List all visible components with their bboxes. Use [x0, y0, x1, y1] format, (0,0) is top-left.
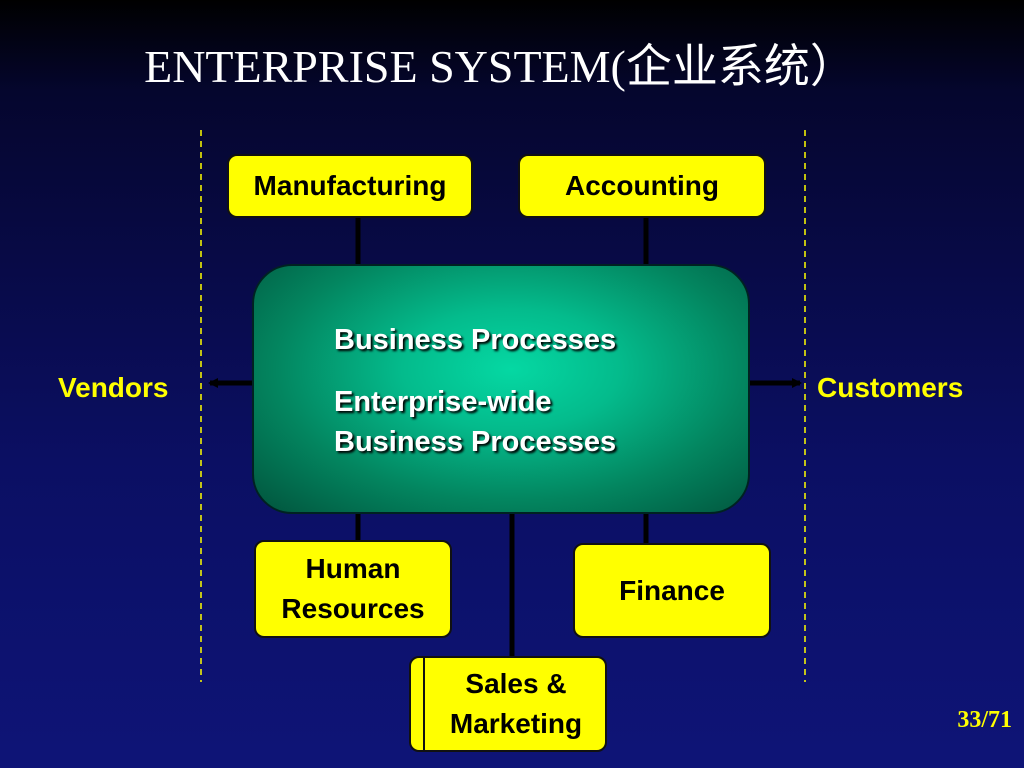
core-label-line-2: Business Processes	[334, 426, 617, 458]
business-processes-core: Business Processes Enterprise-wide Busin…	[252, 264, 750, 514]
external-vendors-label: Vendors	[58, 372, 169, 403]
module-sales-marketing: Sales & Marketing	[409, 656, 607, 752]
module-manufacturing-label: Manufacturing	[253, 170, 447, 201]
core-label-enterprise-wide: Enterprise-wide Business Processes	[334, 382, 616, 462]
external-customers-label: Customers	[817, 372, 964, 403]
module-human-resources: Human Resources	[254, 540, 452, 638]
slide-title: ENTERPRISE SYSTEM(企业系统）	[144, 41, 856, 92]
module-sales-marketing-line-1: Sales &	[465, 668, 567, 699]
module-human-resources-line-1: Human	[305, 553, 401, 584]
module-human-resources-line-2: Resources	[281, 593, 425, 624]
module-finance: Finance	[573, 543, 771, 638]
module-finance-label: Finance	[619, 574, 725, 606]
module-sales-marketing-line-2: Marketing	[449, 708, 583, 739]
module-accounting: Accounting	[518, 154, 766, 218]
page-number: 33/71	[957, 707, 1012, 733]
module-accounting-label: Accounting	[565, 170, 719, 201]
core-label-line-1: Enterprise-wide	[334, 386, 552, 418]
core-label-business-processes: Business Processes	[334, 324, 617, 356]
module-manufacturing: Manufacturing	[227, 154, 473, 218]
module-sales-marketing-divider	[423, 658, 425, 750]
